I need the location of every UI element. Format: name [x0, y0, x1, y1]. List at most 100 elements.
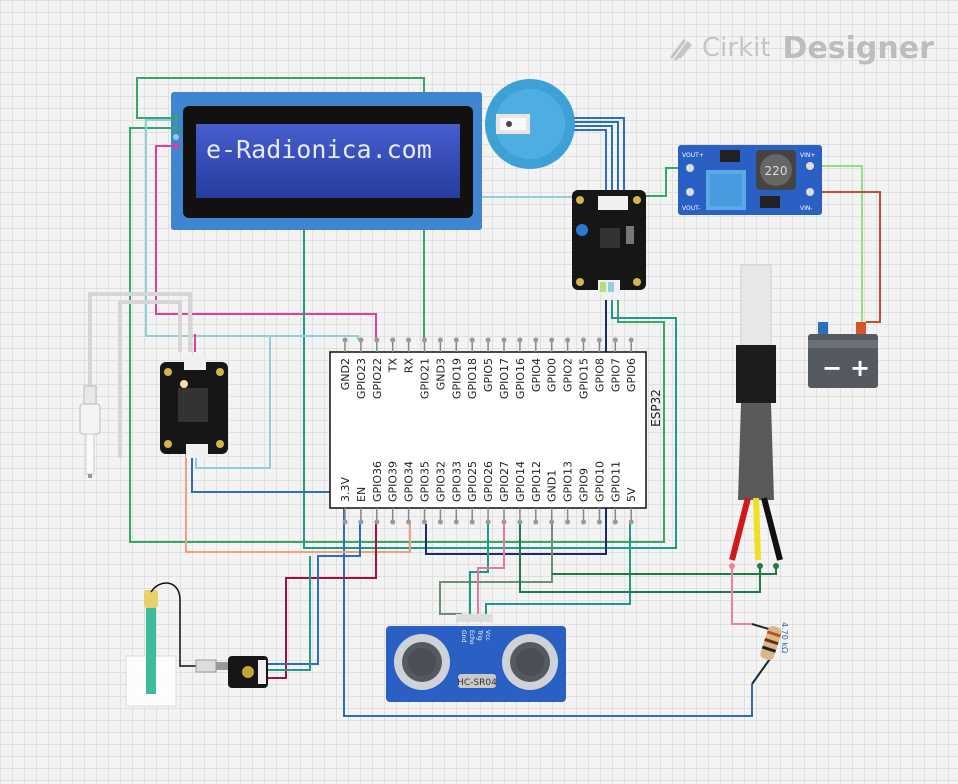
lcd-display[interactable]: e-Radionica.com	[171, 92, 482, 230]
esp32-pin-gpio11[interactable]	[612, 519, 618, 525]
wire-probe-cable-2[interactable]	[118, 300, 182, 458]
esp32-pin-gnd3[interactable]	[437, 337, 443, 343]
esp32-pin-gpio36[interactable]	[374, 519, 380, 525]
esp32-pin-rx[interactable]	[406, 337, 412, 343]
lcd-pin[interactable]	[173, 134, 179, 140]
brand-name-a: Cirkit	[702, 33, 771, 63]
resistor[interactable]: 4.70 kΩ	[759, 622, 789, 661]
ultrasonic-sensor[interactable]: HC-SR04 Gnd Echo Trig Vcc	[386, 614, 566, 702]
esp32-pin-gpio14[interactable]	[517, 519, 523, 525]
esp32-pin-gpio18[interactable]	[469, 337, 475, 343]
sensor-adapter-board[interactable]	[572, 190, 646, 294]
us-pin-gnd: Gnd	[460, 630, 467, 642]
wire-blue-bottom[interactable]	[191, 450, 753, 717]
esp32-pin-gpio9[interactable]	[581, 519, 586, 525]
wire-teal-main[interactable]	[303, 200, 677, 549]
conductivity-probe[interactable]	[79, 385, 101, 478]
esp32-pin-gpio4[interactable]	[533, 337, 539, 343]
probe-pin[interactable]	[773, 563, 779, 569]
wire-lcd-scl[interactable]	[145, 119, 359, 340]
boost-pin[interactable]	[686, 164, 694, 172]
rtc-battery-holder[interactable]	[485, 79, 575, 169]
esp32-pin-gpio27[interactable]	[501, 519, 507, 525]
wire-ds-black[interactable]	[552, 566, 777, 575]
esp32-pin-gpio5[interactable]	[485, 337, 491, 343]
esp32-pin-gpio32[interactable]	[437, 519, 443, 525]
lcd-pin[interactable]	[173, 125, 179, 131]
esp32-pin-gpio7[interactable]	[612, 337, 618, 343]
boost-pin[interactable]	[806, 188, 814, 196]
esp32-pin-gpio16[interactable]	[517, 337, 523, 343]
wire-maroon[interactable]	[266, 524, 377, 679]
waterproof-temp-probe[interactable]	[729, 264, 783, 569]
esp32-pin-gnd1[interactable]	[549, 519, 555, 525]
esp32-pin-gpio13[interactable]	[565, 519, 571, 525]
wire-ds-pink[interactable]	[731, 566, 752, 625]
esp32-pin-gpio21[interactable]	[422, 337, 427, 343]
esp32-pin-label: RX	[403, 358, 416, 374]
wire-lightblue-2[interactable]	[195, 335, 358, 469]
battery[interactable]: − +	[808, 322, 878, 388]
lcd-pin[interactable]	[173, 115, 179, 121]
esp32-pin-label: TX	[387, 358, 400, 374]
esp32-pin-label: GPIO11	[609, 461, 622, 502]
wire-ph-blue[interactable]	[266, 524, 361, 665]
esp32-pin-gpio22[interactable]	[374, 337, 380, 343]
wire-probe-cable[interactable]	[88, 292, 192, 388]
lcd-pin[interactable]	[173, 143, 179, 149]
wire-us-trig[interactable]	[477, 524, 505, 614]
wire-green-loop[interactable]	[129, 127, 665, 543]
wire-salmon[interactable]	[185, 450, 411, 553]
esp32-pin-gpio34[interactable]	[406, 519, 412, 525]
esp32-pin-gpio2[interactable]	[565, 337, 571, 343]
esp32-pin-5v[interactable]	[628, 519, 634, 525]
esp32-pin-en[interactable]	[358, 519, 364, 525]
left-sensor-module[interactable]	[160, 356, 228, 458]
wire-res-bottom[interactable]	[751, 655, 773, 685]
boost-pin[interactable]	[686, 188, 694, 196]
esp32-pin-label: EN	[355, 487, 368, 502]
esp32-pin-label: GPIO32	[434, 461, 447, 502]
esp32-pin-label: GND1	[546, 470, 559, 502]
esp32-pin-tx[interactable]	[390, 337, 396, 343]
esp32-pin-gpio15[interactable]	[581, 337, 586, 343]
wire-us-vcc[interactable]	[485, 524, 631, 614]
probe-pin[interactable]	[757, 563, 763, 569]
esp32-pin-gpio26[interactable]	[485, 519, 491, 525]
esp32-pin-gpio39[interactable]	[390, 519, 396, 525]
esp32-pin-gpio33[interactable]	[453, 519, 459, 525]
esp32-pin-label: GPIO5	[482, 358, 495, 392]
esp32-pin-33v[interactable]	[342, 519, 348, 525]
esp32-pin-gpio10[interactable]	[596, 519, 602, 525]
wire-boost-in-minus[interactable]	[810, 191, 881, 323]
wire-ph-teal[interactable]	[266, 556, 311, 671]
esp32-pin-label: GPIO17	[498, 358, 511, 399]
esp32-pin-gpio23[interactable]	[358, 337, 364, 343]
wire-ds-darkgreen[interactable]	[519, 524, 761, 593]
boost-converter[interactable]: 220 VOUT+ VOUT- VIN+ VIN-	[678, 145, 822, 215]
wire-us-gnd[interactable]	[439, 524, 553, 615]
us-pin-trig: Trig	[476, 629, 483, 641]
ph-probe[interactable]	[125, 582, 228, 707]
esp32-pin-gpio8[interactable]	[596, 337, 602, 343]
esp32-pin-gpio12[interactable]	[533, 519, 539, 525]
esp32-pin-gpio0[interactable]	[549, 337, 555, 343]
boost-vout-minus: VOUT-	[682, 205, 700, 212]
esp32-pin-gpio17[interactable]	[501, 337, 507, 343]
esp32-pin-gpio25[interactable]	[469, 519, 475, 525]
boost-pin[interactable]	[806, 162, 814, 170]
probe-pin[interactable]	[729, 563, 735, 569]
esp32-pin-gpio6[interactable]	[628, 337, 634, 343]
wire-lcd-pink[interactable]	[155, 145, 377, 340]
ph-module[interactable]	[228, 656, 268, 688]
wire-boost-in-plus[interactable]	[810, 165, 863, 322]
esp32-pin-label: GND3	[434, 358, 447, 390]
esp32-pin-label: GPIO22	[371, 358, 384, 399]
esp32-pin-gpio35[interactable]	[422, 519, 427, 525]
battery-plus-label: +	[850, 354, 870, 382]
esp32-pin-gnd2[interactable]	[342, 337, 348, 343]
esp32-pin-gpio19[interactable]	[453, 337, 459, 343]
